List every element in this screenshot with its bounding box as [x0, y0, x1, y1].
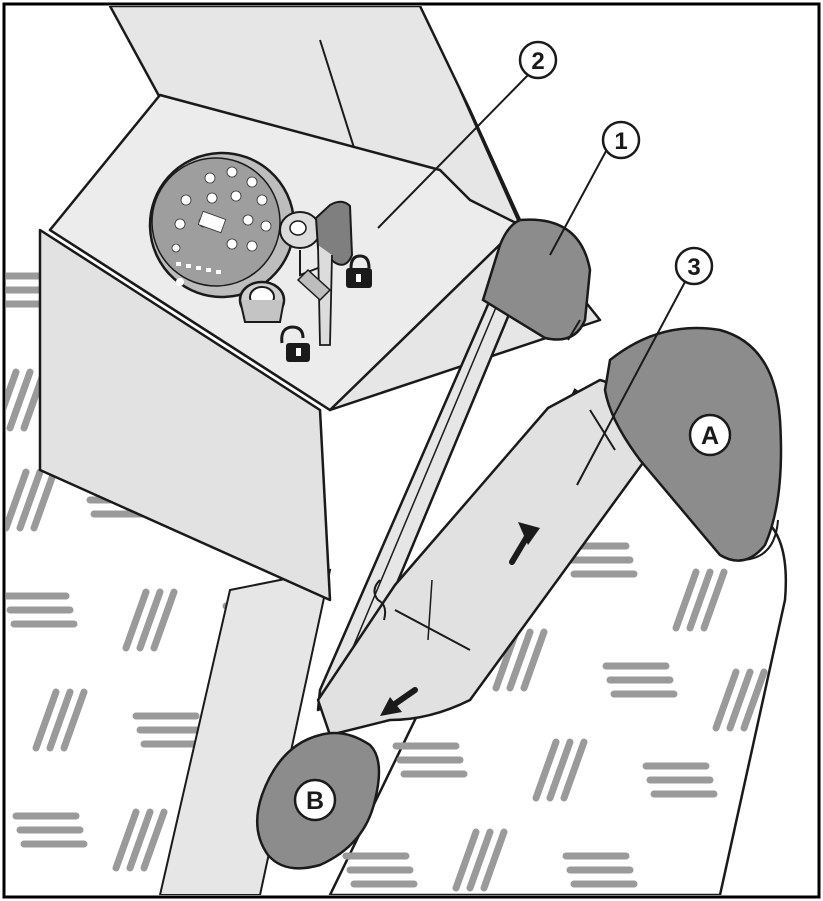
arrow-up-icon — [509, 522, 540, 565]
console-front-face — [38, 228, 332, 602]
pedal-b-label: B — [306, 787, 324, 815]
pedal-a-badge: A — [688, 413, 732, 457]
callout-leader-lines — [377, 74, 687, 486]
pedal-b-badge: B — [293, 778, 337, 822]
callout-2: 2 — [518, 40, 558, 80]
callout-2-label: 2 — [531, 48, 544, 75]
callout-1: 1 — [601, 120, 641, 160]
control-dial-icon — [148, 151, 296, 299]
callout-3: 3 — [674, 246, 714, 286]
lock-closed-icon — [346, 254, 372, 288]
lock-open-icon — [280, 325, 310, 362]
callout-3-label: 3 — [687, 254, 700, 281]
right-floor-plate — [328, 388, 788, 895]
callout-1-label: 1 — [614, 128, 627, 155]
ignition-key-icon — [238, 200, 354, 346]
arrow-down-icon — [380, 687, 418, 716]
pedal-a-label: A — [701, 422, 719, 450]
